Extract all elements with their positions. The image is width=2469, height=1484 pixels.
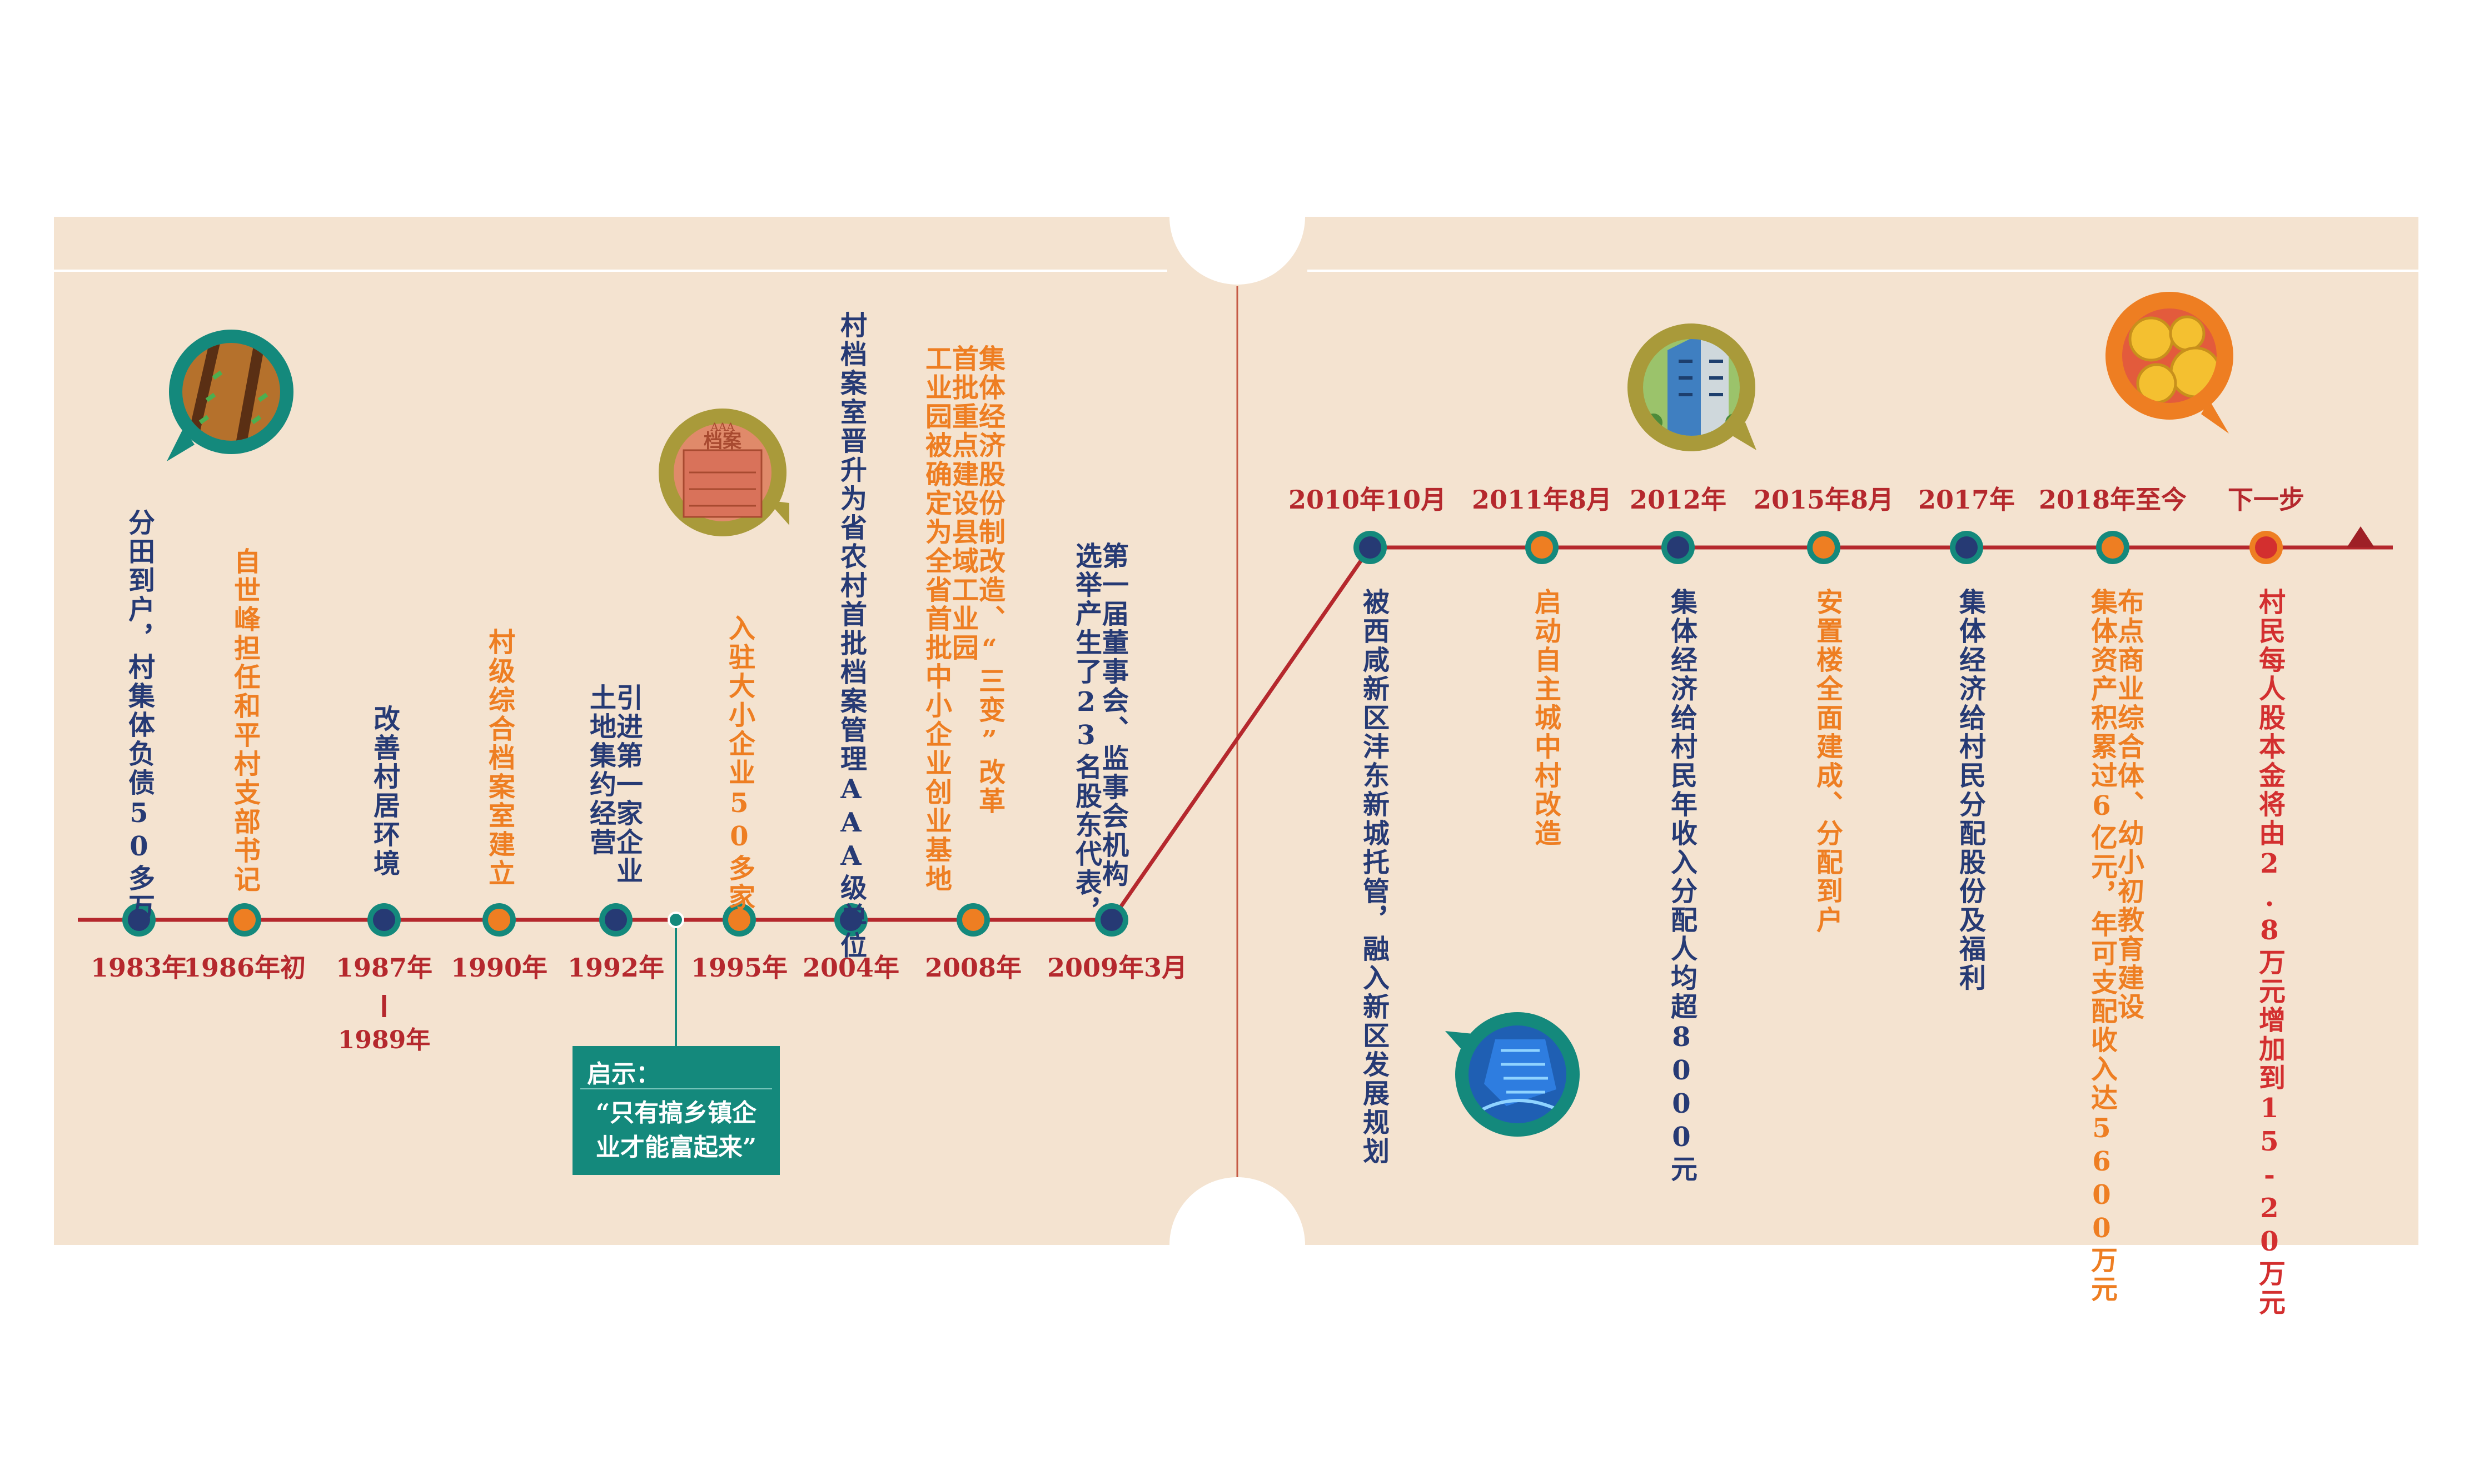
timeline-node-2015 (1807, 531, 1840, 564)
city-buildings-icon (1627, 323, 1756, 451)
event-next: 村民每人股本金将由2.8万元增加到15-20万元 (2254, 588, 2285, 1317)
timeline-node-2004 (834, 903, 868, 937)
event-2012: 集体经济给村民年收入分配人均超8000元 (1666, 588, 1697, 1184)
date-1986: 1986年初 (183, 953, 306, 983)
date-2004: 2004年 (802, 953, 900, 983)
timeline-node-next (2249, 531, 2283, 564)
timeline-node-1983 (122, 903, 156, 937)
date-2010: 2010年10月 (1288, 485, 1447, 515)
event-1986: 自世峰担任和平村支部书记 (229, 547, 260, 894)
timeline-node-2010 (1353, 531, 1387, 564)
timeline-node-2008 (957, 903, 990, 937)
date-2017: 2017年 (1918, 485, 2015, 515)
event-1995: 入驻大小企业50多家 (724, 614, 755, 912)
date-2008: 2008年 (924, 953, 1022, 983)
event-2018: 布点商业综合体、幼小初教育建设 集体资产积累过6亿元，年可支配收入达5600万元 (2086, 588, 2144, 1304)
date-1989: 1989年 (337, 1026, 431, 1054)
event-1990: 村级综合档案室建立 (484, 628, 515, 888)
event-2009: 第一届董事会、监事会机构 选举产生了23名股东代表， (1071, 542, 1128, 927)
timeline-node-2011 (1525, 531, 1559, 564)
date-2012: 2012年 (1629, 485, 1727, 515)
event-2011: 启动自主城中村改造 (1530, 588, 1561, 848)
svg-text:档案: 档案 (704, 430, 742, 452)
event-2017: 集体经济给村民分配股份及福利 (1954, 588, 1985, 993)
hint-box: 启示： “只有搞乡镇企 业才能富起来” (573, 1046, 780, 1175)
date-1995: 1995年 (690, 953, 788, 983)
event-2010: 被西咸新区沣东新城托管，融入新区发展规划 (1358, 588, 1389, 1166)
hint-body: “只有搞乡镇企 业才能富起来” (595, 1099, 757, 1162)
date-2018: 2018年至今 (2038, 485, 2187, 515)
date-1983: 1983年 (90, 953, 188, 983)
timeline-node-1987 (367, 903, 401, 937)
ticket-background (54, 217, 2418, 1245)
date-1992: 1992年 (567, 953, 665, 983)
tech-building-icon (1445, 1012, 1580, 1137)
timeline-arrow-icon (2347, 526, 2375, 547)
hint-divider (580, 1088, 772, 1089)
date-1987: 1987年 (335, 953, 433, 983)
timeline-node-2018 (2096, 531, 2129, 564)
date-2011: 2011年8月 (1471, 485, 1612, 515)
timeline-node-1992 (599, 903, 633, 937)
svg-text:AAA: AAA (710, 420, 735, 434)
timeline-node-1995 (723, 903, 756, 937)
timeline-node-2017 (1950, 531, 1983, 564)
timeline-node-1986 (228, 903, 261, 937)
timeline-line (78, 545, 2393, 922)
date-next: 下一步 (2228, 485, 2304, 515)
gold-coins-icon (2105, 292, 2233, 434)
archive-document-icon: AAA 档案 (659, 409, 789, 536)
event-2008: 集体经济股份制改造、“三变”改革 首批重点建设县域工业园 工业园被确定为全省首批… (920, 345, 1005, 894)
timeline-node-2009 (1095, 903, 1128, 937)
date-2015: 2015年8月 (1753, 485, 1894, 515)
event-1983: 分田到户，村集体负债50多万 (123, 509, 155, 922)
event-2004: 村档案室晋升为省农村首批档案管理AAA级单位 (835, 311, 867, 960)
farm-field-icon (167, 330, 293, 461)
date-1990: 1990年 (450, 953, 548, 983)
timeline-node-2012 (1661, 531, 1695, 564)
event-1992: 引进第一家企业 土地集约经营 (585, 684, 643, 886)
timeline-node-1990 (482, 903, 516, 937)
event-1987: 改善村居环境 (369, 705, 400, 878)
event-2015: 安置楼全面建成、分配到户 (1811, 588, 1843, 935)
hint-title: 启示： (587, 1060, 660, 1088)
date-2009: 2009年3月 (1047, 953, 1188, 983)
